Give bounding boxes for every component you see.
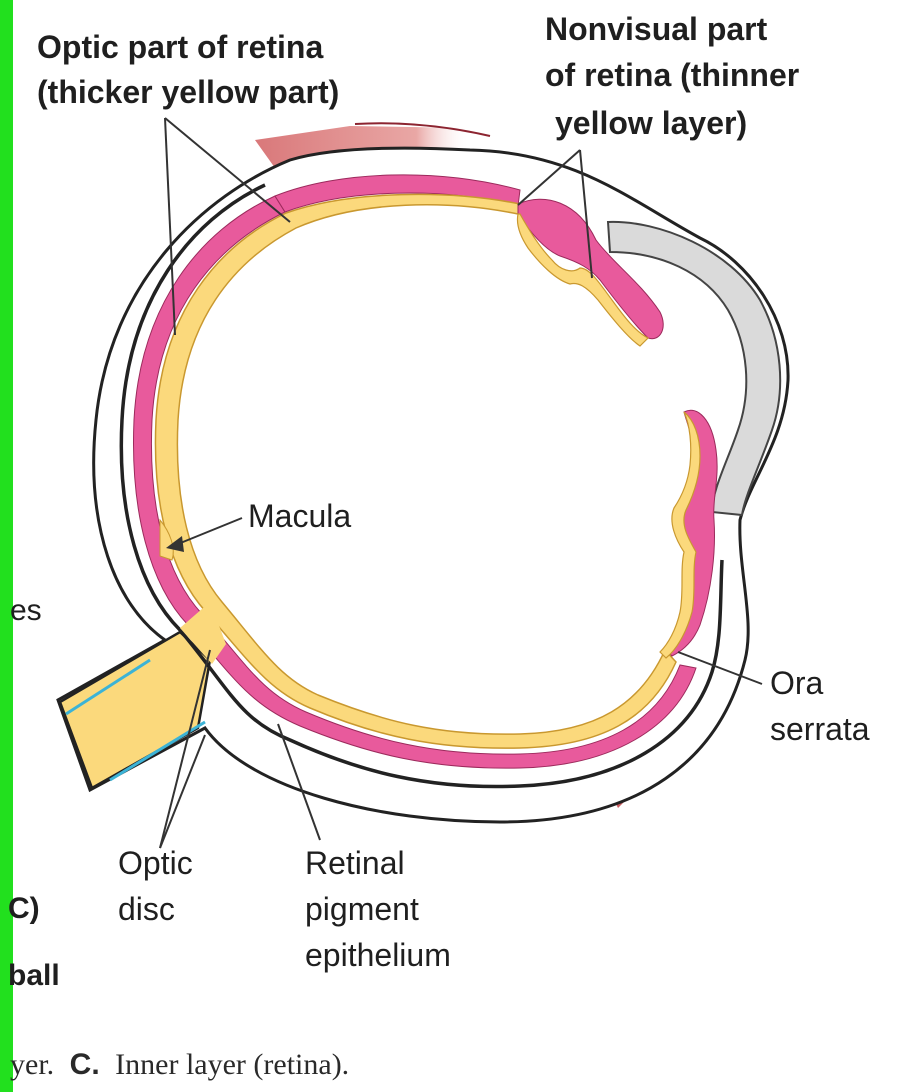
figure-caption: yer. C. Inner layer (retina). xyxy=(10,1048,349,1081)
caption-text: Inner layer (retina). xyxy=(115,1048,349,1081)
label-macula: Macula xyxy=(248,498,351,534)
label-optic-part-line1: Optic part of retina xyxy=(37,29,323,65)
label-optic-part-line2: (thicker yellow part) xyxy=(37,74,339,110)
cropped-panel-letter: C) xyxy=(8,892,40,925)
label-nonvisual-line3: yellow layer) xyxy=(555,105,747,141)
label-rpe-line3: epithelium xyxy=(305,937,451,973)
label-nonvisual-line1: Nonvisual part xyxy=(545,11,768,47)
caption-panel-letter: C. xyxy=(70,1048,100,1081)
label-ora-line2: serrata xyxy=(770,711,870,747)
label-optic-disc-line2: disc xyxy=(118,891,175,927)
cropped-title-fragment: ball xyxy=(8,959,60,992)
label-ora-line1: Ora xyxy=(770,665,824,701)
label-optic-disc-line1: Optic xyxy=(118,845,193,881)
cropped-left-fragment: es xyxy=(10,594,42,627)
label-rpe-line2: pigment xyxy=(305,891,419,927)
caption-prefix: yer. xyxy=(10,1048,54,1081)
label-nonvisual-line2: of retina (thinner xyxy=(545,57,799,93)
label-rpe-line1: Retinal xyxy=(305,845,405,881)
optic-disc-leader-2 xyxy=(160,735,205,848)
